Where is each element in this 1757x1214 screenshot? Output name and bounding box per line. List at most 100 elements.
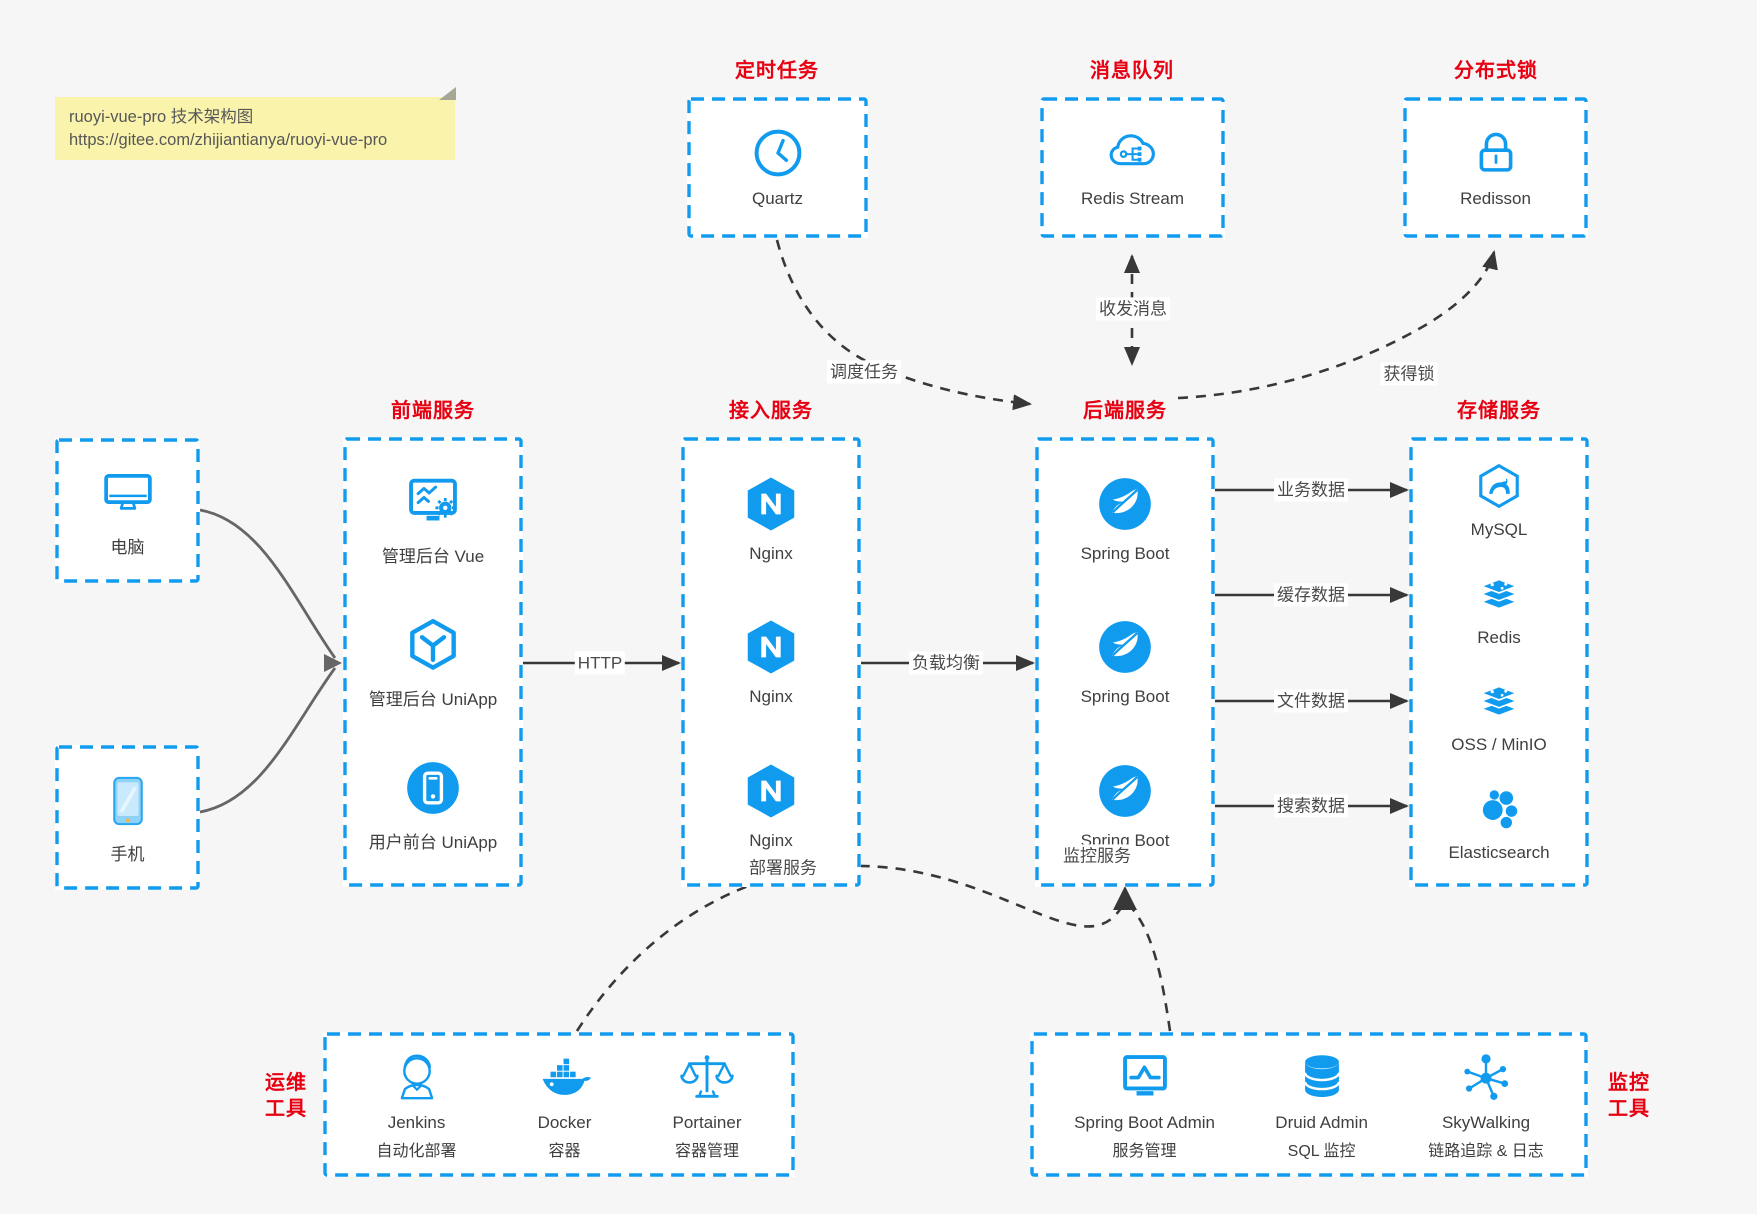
note-fold-corner [439, 87, 456, 100]
elasticsearch-icon [1474, 784, 1524, 834]
item-label: Nginx [749, 544, 793, 564]
backend-box: Spring Boot Spring Boot [1035, 437, 1215, 887]
storage-box: MySQL Redis [1409, 437, 1589, 887]
item-label: OSS / MinIO [1451, 735, 1547, 755]
client-label: 电脑 [110, 537, 145, 557]
mobile-client-box: 手机 [55, 745, 200, 890]
pc-to-frontend-curve [199, 508, 337, 659]
gateway-box: Nginx Nginx Nginx [681, 437, 861, 887]
service-item: Nginx [740, 473, 802, 564]
edge-label-file-data: 文件数据 [1274, 689, 1348, 713]
edge-label-cache-data: 缓存数据 [1274, 583, 1348, 607]
desktop-icon [98, 464, 158, 524]
note-url: https://gitee.com/zhijiantianya/ruoyi-vu… [69, 131, 388, 150]
edge-label-deploy-service: 部署服务 [746, 856, 820, 880]
edge-label-search-data: 搜索数据 [1274, 794, 1348, 818]
title-gateway: 接入服务 [729, 400, 813, 422]
title-storage: 存储服务 [1457, 400, 1541, 422]
docker-icon [536, 1048, 594, 1106]
edge-label-schedule-task: 调度任务 [827, 360, 901, 384]
service-item: OSS / MinIO [1451, 676, 1547, 755]
spring-icon [1094, 616, 1156, 678]
item-label: Quartz [751, 189, 804, 208]
item-label: 管理后台 UniApp [368, 689, 498, 709]
item-label: Redisson [1460, 189, 1531, 208]
druid-icon [1293, 1048, 1351, 1106]
item-label: MySQL [1470, 520, 1528, 540]
clock-icon [751, 126, 805, 180]
edge-label-http: HTTP [574, 651, 626, 675]
edge-label-load-balance: 负载均衡 [909, 651, 983, 675]
frontend-box: 管理后台 Vue 管理后台 UniApp [343, 437, 523, 887]
edge-label-monitor-service: 监控服务 [1060, 844, 1134, 868]
item-label: Elasticsearch [1448, 842, 1550, 862]
tool-item: Portainer 容器管理 [673, 1048, 742, 1161]
acquire-lock-curve [1177, 250, 1498, 400]
user-app-icon [402, 757, 464, 819]
pc-client-box: 电脑 [55, 438, 200, 583]
nginx-icon [740, 760, 802, 822]
title-scheduler: 定时任务 [735, 60, 819, 82]
service-item: Redis [1474, 569, 1524, 648]
note-title: ruoyi-vue-pro 技术架构图 [69, 108, 254, 126]
tool-item: Docker 容器 [536, 1048, 594, 1161]
uniapp-cube-icon [402, 614, 464, 676]
title-ops-tools: 运维 工具 [265, 1072, 307, 1121]
service-item: MySQL [1470, 461, 1528, 540]
frontend-arrowhead [324, 654, 342, 672]
service-item: 管理后台 UniApp [369, 614, 497, 710]
tool-name: Docker [537, 1113, 592, 1132]
item-label: Nginx [749, 830, 793, 850]
title-backend: 后端服务 [1083, 400, 1167, 422]
tool-desc: 自动化部署 [376, 1143, 457, 1160]
mobile-to-frontend-curve [199, 667, 337, 814]
item-label: Spring Boot [1080, 544, 1170, 564]
monitor-service-curve [1129, 905, 1172, 1032]
service-item: Spring Boot [1081, 616, 1169, 707]
service-item: Elasticsearch [1448, 784, 1550, 863]
spring-icon [1094, 760, 1156, 822]
jenkins-icon [388, 1048, 446, 1106]
edge-label-message: 收发消息 [1096, 297, 1170, 321]
monitor-tools-box: Spring Boot Admin 服务管理 Drui [1030, 1032, 1588, 1177]
service-item: 用户前台 UniApp [369, 757, 497, 853]
tool-name: Spring Boot Admin [1074, 1113, 1215, 1132]
tool-name: SkyWalking [1441, 1113, 1531, 1132]
tool-item: Druid Admin SQL 监控 [1275, 1048, 1368, 1161]
tool-desc: SQL 监控 [1287, 1143, 1356, 1160]
title-monitor-tools: 监控 工具 [1608, 1072, 1650, 1121]
backend-bottom-arrowhead [1113, 886, 1137, 910]
edge-label-business-data: 业务数据 [1274, 478, 1348, 502]
client-label: 手机 [110, 844, 145, 864]
tool-name: Portainer [672, 1113, 742, 1132]
cloud-stream-icon [1105, 126, 1159, 180]
item-label: 用户前台 UniApp [368, 833, 498, 853]
lock-icon [1469, 126, 1523, 180]
tool-name: Jenkins [387, 1113, 446, 1132]
redis-stack-icon [1474, 676, 1524, 726]
deploy-service-curve [575, 864, 1123, 1032]
ops-tools-box: Jenkins 自动化部署 Docker 容器 [323, 1032, 795, 1177]
service-item: Spring Boot [1081, 760, 1169, 851]
tool-item: SkyWalking 链路追踪 & 日志 [1428, 1048, 1544, 1161]
service-item: Nginx [740, 760, 802, 851]
nginx-icon [740, 473, 802, 535]
tool-item: Spring Boot Admin 服务管理 [1074, 1048, 1215, 1161]
smartphone-icon [98, 771, 158, 831]
title-frontend: 前端服务 [391, 400, 475, 422]
spring-icon [1094, 473, 1156, 535]
tool-desc: 容器 [548, 1143, 581, 1160]
tool-name: Druid Admin [1275, 1113, 1368, 1132]
title-mq: 消息队列 [1090, 60, 1174, 82]
tool-desc: 链路追踪 & 日志 [1428, 1143, 1544, 1160]
tool-desc: 容器管理 [675, 1143, 740, 1160]
item-label: 管理后台 Vue [381, 546, 485, 566]
redis-stream-box: Redis Stream [1040, 97, 1225, 238]
item-label: Redis Stream [1081, 189, 1184, 208]
nginx-icon [740, 616, 802, 678]
admin-vue-icon [402, 471, 464, 533]
quartz-box: Quartz [687, 97, 868, 238]
skywalking-icon [1457, 1048, 1515, 1106]
schedule-task-curve [775, 239, 1032, 411]
